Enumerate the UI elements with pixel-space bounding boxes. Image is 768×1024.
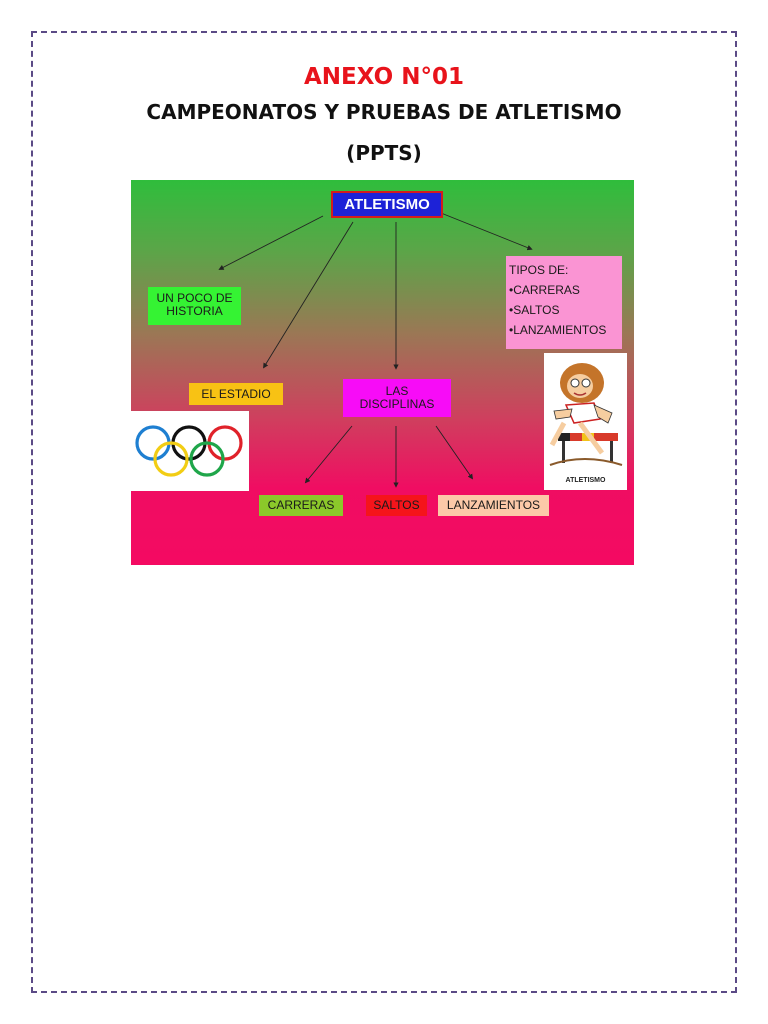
node-tipos-item: •SALTOS (509, 303, 560, 317)
connector-historia (218, 215, 324, 270)
node-tipos: TIPOS DE: •CARRERAS •SALTOS •LANZAMIENTO… (506, 256, 622, 349)
node-lanzamientos: LANZAMIENTOS (438, 495, 549, 516)
node-saltos: SALTOS (366, 495, 427, 516)
node-tipos-item: •LANZAMIENTOS (509, 323, 607, 337)
node-estadio: EL ESTADIO (189, 383, 283, 405)
slide-image: ATLETISMO UN POCO DE HISTORIA TIPOS DE: … (131, 180, 634, 565)
node-carreras: CARRERAS (259, 495, 343, 516)
node-atletismo: ATLETISMO (331, 191, 443, 218)
node-disciplinas-line1: LAS (385, 384, 409, 398)
document-subtitle-suffix: (PPTS) (346, 141, 422, 165)
athlete-hurdler-icon (549, 363, 623, 466)
athlete-illustration-panel: ATLETISMO (544, 353, 627, 490)
node-disciplinas: LAS DISCIPLINAS (343, 379, 451, 417)
olympic-rings-panel (131, 411, 249, 491)
concept-map-connectors (218, 212, 533, 488)
athlete-caption: ATLETISMO (565, 477, 606, 484)
anexo-title: ANEXO N°01 (304, 64, 464, 90)
connector-lanzamientos (435, 425, 474, 480)
node-historia-line1: UN POCO DE (156, 291, 233, 305)
page-border (31, 31, 737, 993)
olympic-rings-icon (135, 425, 243, 477)
node-historia: UN POCO DE HISTORIA (148, 287, 241, 325)
node-tipos-title: TIPOS DE: (509, 263, 569, 277)
connector-tipos (440, 212, 533, 251)
node-disciplinas-line2: DISCIPLINAS (359, 397, 435, 411)
node-historia-line2: HISTORIA (166, 304, 223, 318)
connector-carreras (304, 425, 353, 484)
document-subtitle: CAMPEONATOS Y PRUEBAS DE ATLETISMO (146, 100, 622, 124)
node-tipos-item: •CARRERAS (509, 283, 580, 297)
connector-estadio (263, 221, 354, 369)
